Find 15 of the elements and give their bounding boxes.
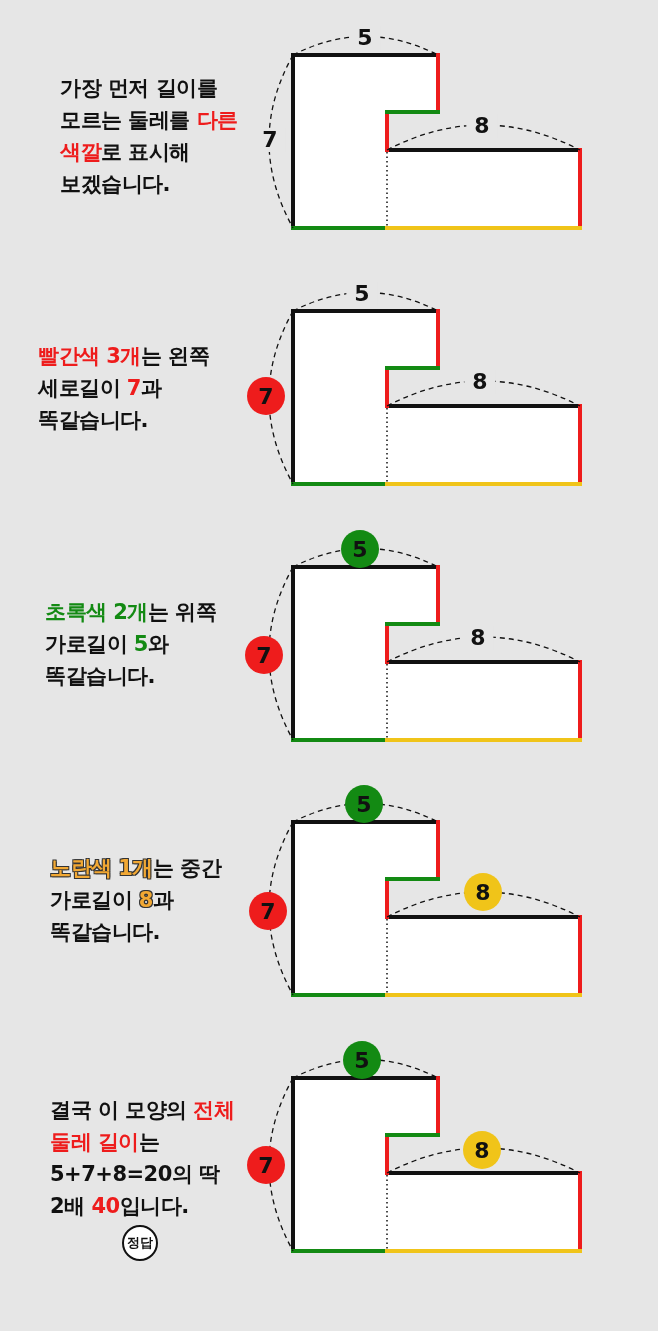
dimension-badge: 8 (464, 873, 502, 911)
dimension-badge: 5 (345, 785, 383, 823)
dimension-badge: 5 (343, 1041, 381, 1079)
dimension-badge: 7 (249, 892, 287, 930)
dimension-badge: 7 (247, 1146, 285, 1184)
explanation-text: 가장 먼저 길이를 모르는 둘레를 다른 색깔로 표시해 보겠습니다. (60, 75, 239, 198)
explanation-text: 초록색 2개는 위쪽 가로길이 5와 똑같습니다. (45, 599, 218, 690)
explanation-text: 노란색 1개는 중간 가로길이 8과 똑같습니다. (50, 855, 223, 946)
dimension-badge: 7 (245, 636, 283, 674)
dimension-badge: 8 (463, 1131, 501, 1169)
answer-badge: 정답 (122, 1225, 158, 1261)
dimension-badge: 7 (247, 377, 285, 415)
explanation-text: 결국 이 모양의 전체 둘레 길이는 5+7+8=20의 딱 2배 40입니다. (50, 1097, 236, 1220)
dimension-badge: 5 (341, 530, 379, 568)
explanation-text: 빨간색 3개는 왼쪽 세로길이 7과 똑같습니다. (38, 343, 211, 434)
